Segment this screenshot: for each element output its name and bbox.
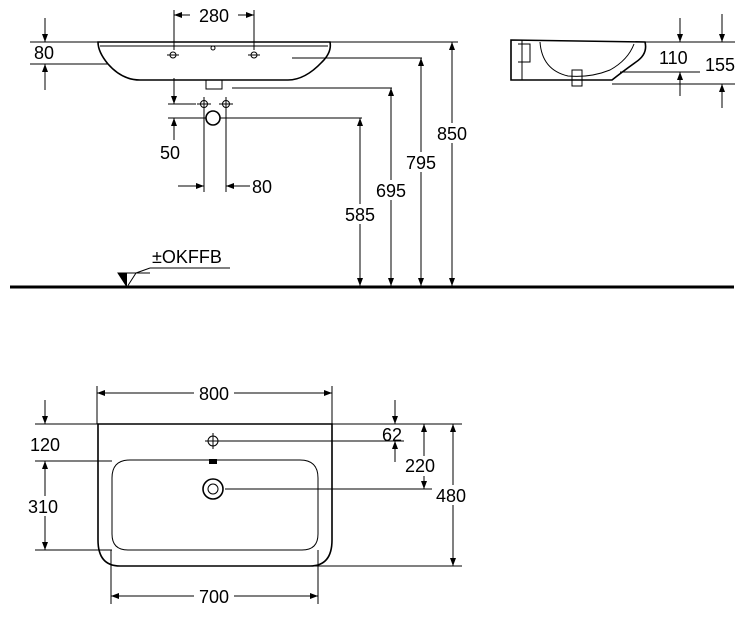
basin-profile-outline — [510, 39, 647, 81]
basin-plan-bowl — [111, 459, 319, 551]
basin-front-outline — [97, 41, 332, 81]
dim-outlet-spacing-label: 80 — [252, 177, 272, 197]
tap-hole-plan-icon — [205, 433, 221, 449]
dim-695-label: 695 — [376, 181, 406, 201]
dim-310-label: 310 — [28, 497, 58, 517]
overflow-hole-icon — [210, 45, 216, 51]
basin-profile-bowl — [539, 41, 635, 77]
front-elevation-view: 280 80 50 80 585 — [10, 5, 734, 289]
dim-110-label: 110 — [659, 48, 688, 68]
waste-outlet-icon — [205, 110, 221, 126]
side-profile-view: 110 155 — [510, 14, 735, 108]
dim-rim-height-label: 80 — [34, 43, 54, 63]
dim-585-label: 585 — [345, 205, 375, 225]
dim-850-label: 850 — [437, 124, 467, 144]
dim-tap-spacing-label: 280 — [199, 6, 229, 26]
dim-220-label: 220 — [405, 456, 435, 476]
tap-hole-right-icon — [248, 51, 260, 59]
supply-valve-right-icon — [219, 97, 233, 111]
supply-valve-left-icon — [197, 97, 211, 111]
dim-62-label: 62 — [382, 425, 402, 445]
tap-hole-left-icon — [167, 51, 179, 59]
plan-view: 800 700 120 310 62 220 — [26, 384, 472, 607]
floor-reference-label: ±OKFFB — [152, 247, 222, 267]
dim-120-label: 120 — [30, 435, 60, 455]
dim-795-label: 795 — [406, 153, 436, 173]
dim-bowl-width-label: 700 — [199, 587, 229, 607]
dim-outlet-offset-label: 50 — [160, 143, 180, 163]
dim-155-label: 155 — [705, 55, 735, 75]
drain-plan-icon — [202, 478, 224, 500]
floor-level-marker-icon — [117, 267, 230, 288]
dim-480-label: 480 — [436, 486, 466, 506]
dim-width-label: 800 — [199, 384, 229, 404]
profile-drain — [571, 69, 583, 87]
drain-body — [205, 79, 223, 90]
overflow-slot — [209, 459, 217, 464]
